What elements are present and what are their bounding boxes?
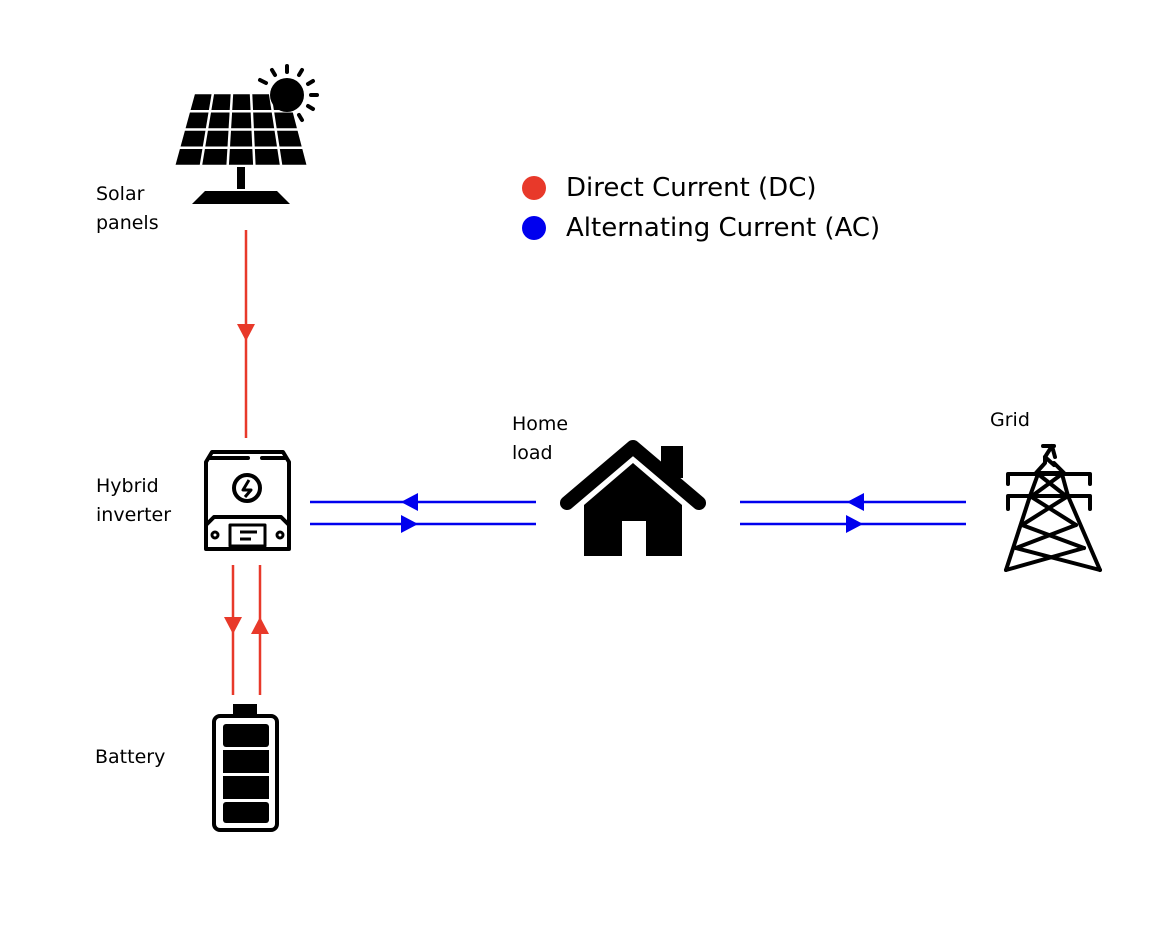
dc-color-dot bbox=[522, 176, 546, 200]
home-load-label: Home load bbox=[512, 413, 569, 464]
solar-cell bbox=[208, 112, 230, 129]
ac-arrow-home-to-inverter bbox=[400, 493, 418, 511]
solar-cell bbox=[254, 130, 277, 147]
solar-cell bbox=[211, 94, 231, 110]
legend-item-dc: Direct Current (DC) bbox=[522, 173, 817, 203]
hybrid-inverter-icon bbox=[204, 450, 291, 551]
solar-cell bbox=[185, 112, 209, 129]
ac-arrow-grid-to-home bbox=[846, 493, 864, 511]
solar-cell bbox=[175, 149, 203, 165]
ac-arrow-home-to-grid bbox=[846, 515, 864, 533]
legend-item-ac: Alternating Current (AC) bbox=[522, 213, 880, 243]
solar-cell bbox=[254, 149, 280, 165]
dc-arrow-solar-to-inverter bbox=[237, 324, 255, 342]
solar-panel-icon bbox=[175, 64, 319, 204]
solar-cell bbox=[252, 94, 272, 110]
transmission-tower-icon bbox=[1004, 444, 1102, 572]
solar-cell bbox=[202, 149, 228, 165]
solar-cell bbox=[180, 130, 206, 147]
legend-label-ac: Alternating Current (AC) bbox=[566, 213, 881, 243]
dc-arrow-battery-to-inverter bbox=[251, 616, 269, 634]
grid-label: Grid bbox=[990, 409, 1030, 431]
solar-cell bbox=[232, 94, 251, 110]
hybrid-inverter-label: Hybrid inverter bbox=[96, 475, 172, 526]
battery-icon bbox=[212, 704, 279, 832]
solar-cell bbox=[279, 149, 307, 165]
ac-arrow-inverter-to-home bbox=[401, 515, 419, 533]
ac-color-dot bbox=[522, 216, 546, 240]
solar-cell bbox=[231, 112, 252, 129]
dc-arrow-inverter-to-battery bbox=[224, 617, 242, 635]
solar-cell bbox=[230, 130, 253, 147]
solar-cell bbox=[271, 94, 293, 110]
solar-panels-label: Solar panels bbox=[96, 183, 159, 234]
solar-cell bbox=[228, 149, 254, 165]
solar-cell bbox=[190, 94, 212, 110]
solar-cell bbox=[253, 112, 275, 129]
battery-label: Battery bbox=[95, 746, 166, 768]
solar-cell bbox=[205, 130, 229, 147]
legend-label-dc: Direct Current (DC) bbox=[566, 173, 817, 203]
solar-cell bbox=[274, 112, 297, 129]
solar-cell bbox=[277, 130, 302, 147]
house-icon bbox=[560, 440, 706, 556]
